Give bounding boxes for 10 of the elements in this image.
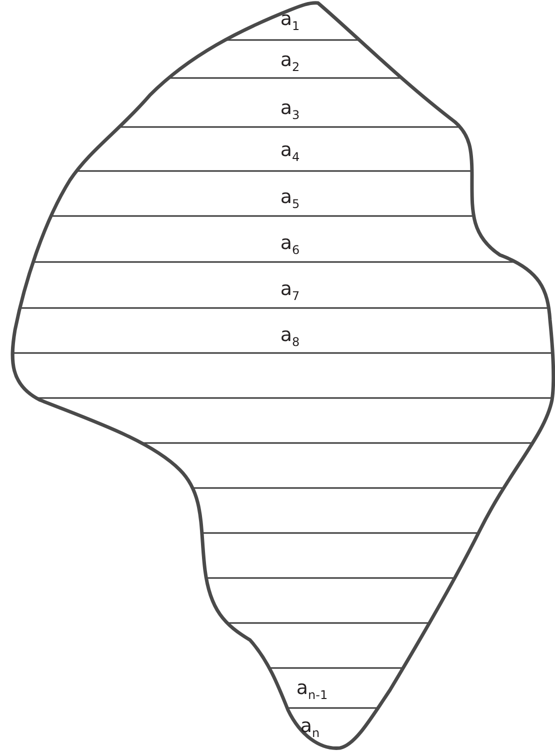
strip-label: a$_{n-1}$ bbox=[296, 679, 328, 701]
strip-label: a$_{n}$ bbox=[300, 717, 320, 739]
strip-label: a$_{8}$ bbox=[280, 326, 300, 348]
strip-label: a$_{2}$ bbox=[280, 51, 300, 73]
strip-label: a$_{5}$ bbox=[280, 188, 300, 210]
strip-label: a$_{1}$ bbox=[280, 10, 300, 32]
strip-label: a$_{7}$ bbox=[280, 280, 300, 302]
strip-label: a$_{3}$ bbox=[280, 99, 300, 121]
strip-label: a$_{4}$ bbox=[280, 141, 300, 163]
strip-label: a$_{6}$ bbox=[280, 234, 300, 256]
